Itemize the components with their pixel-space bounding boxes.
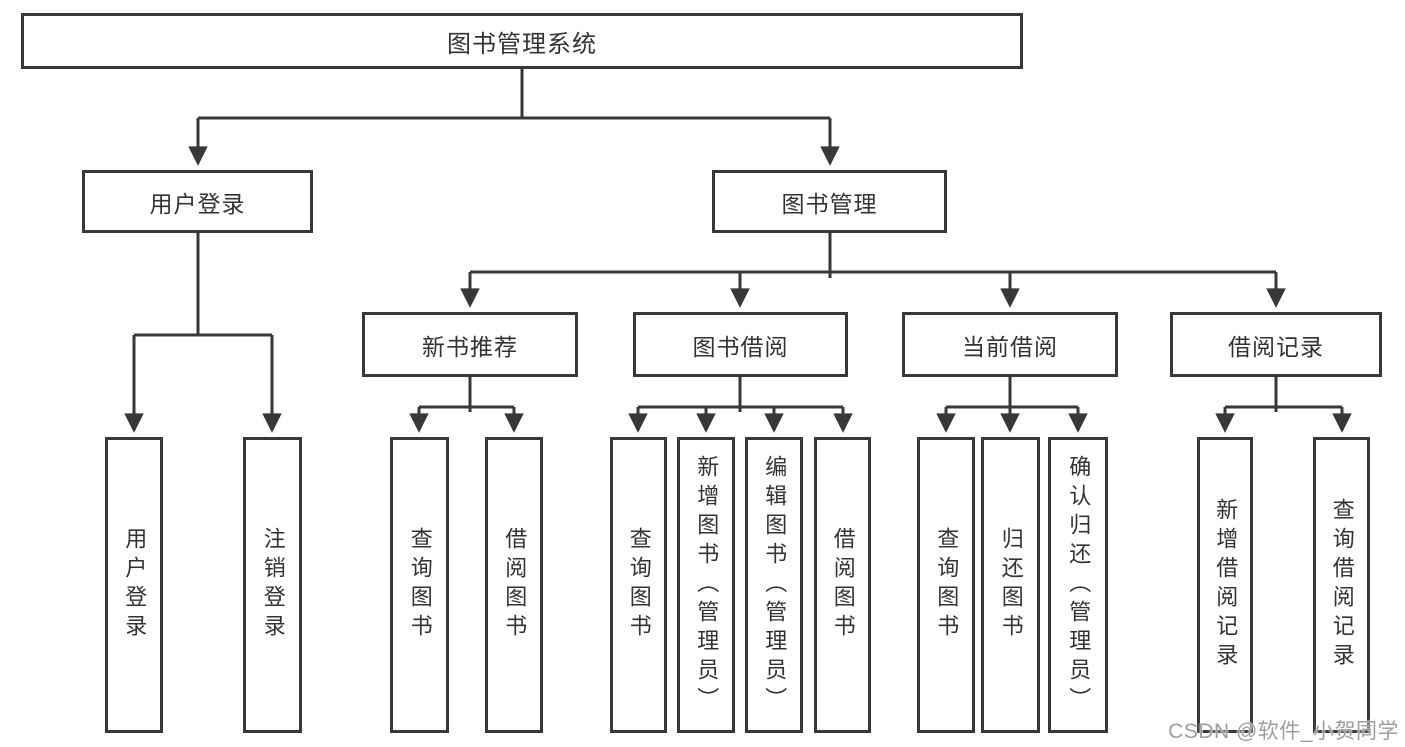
- leaf-confirm-return-admin: 确认归还（管理员）: [1048, 437, 1108, 733]
- node-label: 查询图书: [626, 527, 652, 643]
- node-label: 归还图书: [998, 527, 1024, 643]
- node-library-management-system: 图书管理系统: [21, 13, 1023, 69]
- node-label: 编辑图书（管理员）: [762, 454, 788, 716]
- node-book-management: 图书管理: [712, 170, 947, 233]
- node-label: 用户登录: [122, 527, 148, 643]
- node-user-login: 用户登录: [82, 170, 313, 233]
- node-label: 新书推荐: [422, 333, 518, 360]
- node-label: 当前借阅: [962, 333, 1058, 360]
- node-label: 新增图书（管理员）: [694, 454, 720, 716]
- node-label: 新增借阅记录: [1213, 498, 1239, 672]
- leaf-borrow-books-recommend: 借阅图书: [485, 437, 543, 733]
- node-new-book-recommend: 新书推荐: [362, 312, 578, 377]
- leaf-query-books-current: 查询图书: [917, 437, 975, 733]
- leaf-query-books-borrow: 查询图书: [610, 437, 667, 733]
- leaf-logout: 注销登录: [243, 437, 302, 733]
- node-label: 确认归还（管理员）: [1066, 454, 1092, 716]
- node-label: 查询图书: [407, 527, 433, 643]
- node-book-borrowing: 图书借阅: [633, 312, 848, 377]
- node-label: 借阅图书: [830, 527, 856, 643]
- leaf-return-books: 归还图书: [981, 437, 1040, 733]
- leaf-add-borrow-record: 新增借阅记录: [1197, 437, 1253, 733]
- node-label: 图书管理: [781, 190, 878, 217]
- node-label: 图书管理系统: [447, 30, 597, 58]
- node-label: 查询图书: [934, 527, 960, 643]
- leaf-edit-books-admin: 编辑图书（管理员）: [745, 437, 803, 733]
- node-current-borrowing: 当前借阅: [902, 312, 1118, 377]
- node-label: 查询借阅记录: [1329, 498, 1355, 672]
- leaf-user-login: 用户登录: [105, 437, 163, 733]
- node-label: 图书借阅: [692, 333, 789, 360]
- node-label: 借阅图书: [502, 527, 528, 643]
- leaf-borrow-books: 借阅图书: [814, 437, 871, 733]
- node-label: 用户登录: [149, 190, 246, 217]
- csdn-watermark: CSDN @软件_小贺同学: [1168, 720, 1399, 743]
- node-borrowing-records: 借阅记录: [1170, 312, 1382, 377]
- node-label: 注销登录: [260, 527, 286, 643]
- node-label: 借阅记录: [1228, 333, 1324, 360]
- leaf-query-borrow-record: 查询借阅记录: [1313, 437, 1370, 733]
- leaf-query-books-recommend: 查询图书: [390, 437, 449, 733]
- leaf-add-books-admin: 新增图书（管理员）: [677, 437, 735, 733]
